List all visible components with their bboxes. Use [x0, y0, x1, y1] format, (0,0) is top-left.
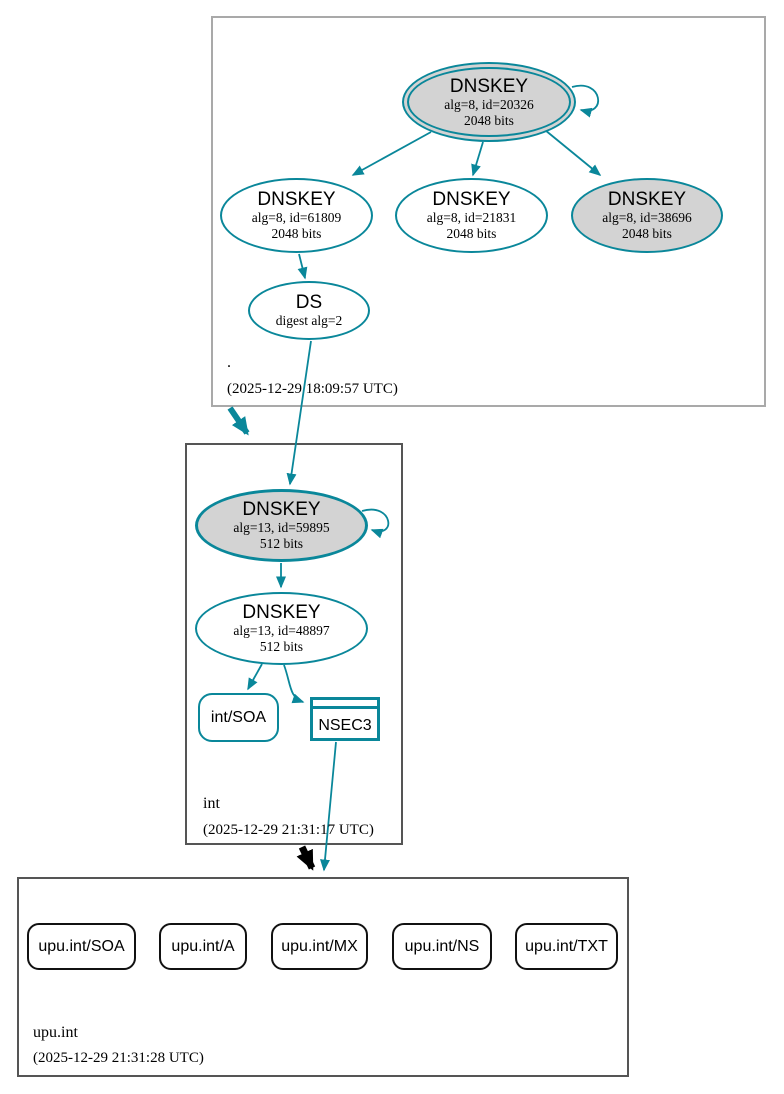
dnskey-bits: 2048 bits — [446, 226, 497, 241]
edge-delegation-int-upu — [296, 845, 316, 871]
dnskey-node-20326-inner: DNSKEY alg=8, id=20326 2048 bits — [407, 67, 571, 137]
rrset-label: upu.int/TXT — [525, 937, 608, 955]
zone-label-upu: upu.int — [33, 1024, 78, 1041]
ds-node[interactable]: DS digest alg=2 — [248, 281, 370, 340]
rrset-node-upu-ns[interactable]: upu.int/NS — [392, 923, 492, 970]
dnskey-alg-id: alg=8, id=21831 — [426, 210, 517, 225]
dnskey-alg-id: alg=13, id=48897 — [233, 623, 330, 638]
rrset-label: upu.int/MX — [281, 937, 358, 955]
zone-label-root: . — [227, 354, 231, 371]
nsec3-label: NSEC3 — [318, 716, 372, 734]
dnskey-title: DNSKEY — [432, 189, 511, 210]
ds-digest: digest alg=2 — [275, 313, 343, 328]
dnskey-title: DNSKEY — [242, 602, 321, 623]
rrset-node-upu-a[interactable]: upu.int/A — [159, 923, 247, 970]
rrset-node-upu-txt[interactable]: upu.int/TXT — [515, 923, 618, 970]
dnskey-bits: 2048 bits — [271, 226, 322, 241]
zone-box-root — [211, 16, 766, 407]
dnskey-title: DNSKEY — [449, 75, 529, 97]
dnskey-title: DNSKEY — [607, 189, 687, 210]
dnskey-title: DNSKEY — [257, 189, 336, 210]
ds-title: DS — [295, 292, 323, 313]
rrset-label: upu.int/A — [171, 937, 235, 955]
dnskey-title: DNSKEY — [242, 499, 321, 520]
zone-timestamp-upu: (2025-12-29 21:31:28 UTC) — [33, 1050, 204, 1066]
zone-label-int: int — [203, 795, 220, 812]
dnskey-node-48897[interactable]: DNSKEY alg=13, id=48897 512 bits — [195, 592, 368, 665]
dnskey-bits: 2048 bits — [622, 226, 672, 241]
edge-delegation-root-int — [227, 406, 250, 436]
dnskey-bits: 512 bits — [259, 536, 304, 551]
nsec3-node[interactable]: NSEC3 — [310, 697, 380, 741]
dnskey-node-38696[interactable]: DNSKEY alg=8, id=38696 2048 bits — [571, 178, 723, 253]
dnskey-alg-id: alg=13, id=59895 — [233, 520, 330, 535]
dnskey-node-21831[interactable]: DNSKEY alg=8, id=21831 2048 bits — [395, 178, 548, 253]
rrset-node-upu-mx[interactable]: upu.int/MX — [271, 923, 368, 970]
dnskey-bits: 2048 bits — [464, 112, 514, 128]
dnskey-alg-id: alg=8, id=20326 — [444, 96, 534, 112]
zone-box-upu-int — [17, 877, 629, 1077]
rrset-label: int/SOA — [210, 708, 267, 726]
rrset-label: upu.int/SOA — [38, 937, 125, 955]
dnskey-node-61809[interactable]: DNSKEY alg=8, id=61809 2048 bits — [220, 178, 373, 253]
rrset-node-int-soa[interactable]: int/SOA — [198, 693, 279, 742]
dnskey-node-20326[interactable]: DNSKEY alg=8, id=20326 2048 bits — [402, 62, 576, 142]
dnskey-alg-id: alg=8, id=61809 — [251, 210, 342, 225]
dnskey-bits: 512 bits — [259, 639, 304, 654]
dnskey-node-59895[interactable]: DNSKEY alg=13, id=59895 512 bits — [195, 489, 368, 562]
nsec3-header-band — [313, 706, 377, 709]
dnskey-alg-id: alg=8, id=38696 — [602, 210, 692, 225]
zone-timestamp-root: (2025-12-29 18:09:57 UTC) — [227, 381, 398, 397]
rrset-label: upu.int/NS — [404, 937, 480, 955]
zone-timestamp-int: (2025-12-29 21:31:17 UTC) — [203, 822, 374, 838]
rrset-node-upu-soa[interactable]: upu.int/SOA — [27, 923, 136, 970]
